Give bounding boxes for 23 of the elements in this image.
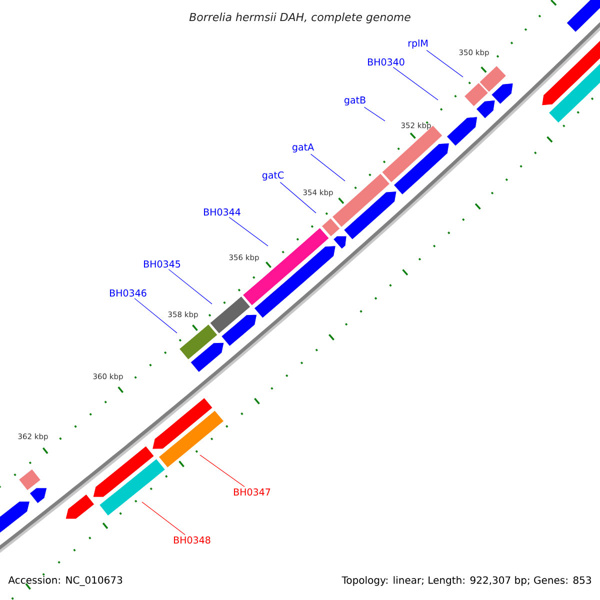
gene-label: BH0344 [204,208,240,216]
leader-line [364,106,386,122]
leader-line [228,217,268,246]
leader-line [142,502,186,536]
gene-label: rplM [408,39,428,49]
gene-label: gatA [292,144,314,152]
leader-line [392,67,438,100]
leader-line [280,182,316,214]
leader-line [426,50,464,78]
genome-info-text: Topology: linear; Length: 922,307 bp; Genes: 853 [342,576,591,586]
leader-line [134,298,178,334]
title: Borrelia hermsii DAH, complete genome [189,12,410,24]
gene-label: BH0346 [110,289,146,297]
gene-label: BH0345 [144,260,180,268]
gene-label: BH0340 [368,58,404,66]
accession-text: Accession: NC_010673 [8,576,122,586]
gene-label: BH0348 [174,536,210,544]
gene-label: gatB [344,96,366,106]
leader-line [168,269,212,304]
gene-label: BH0347 [234,488,270,496]
leader-line [310,154,346,182]
leader-line [200,454,245,488]
gene-label: gatC [262,171,284,181]
